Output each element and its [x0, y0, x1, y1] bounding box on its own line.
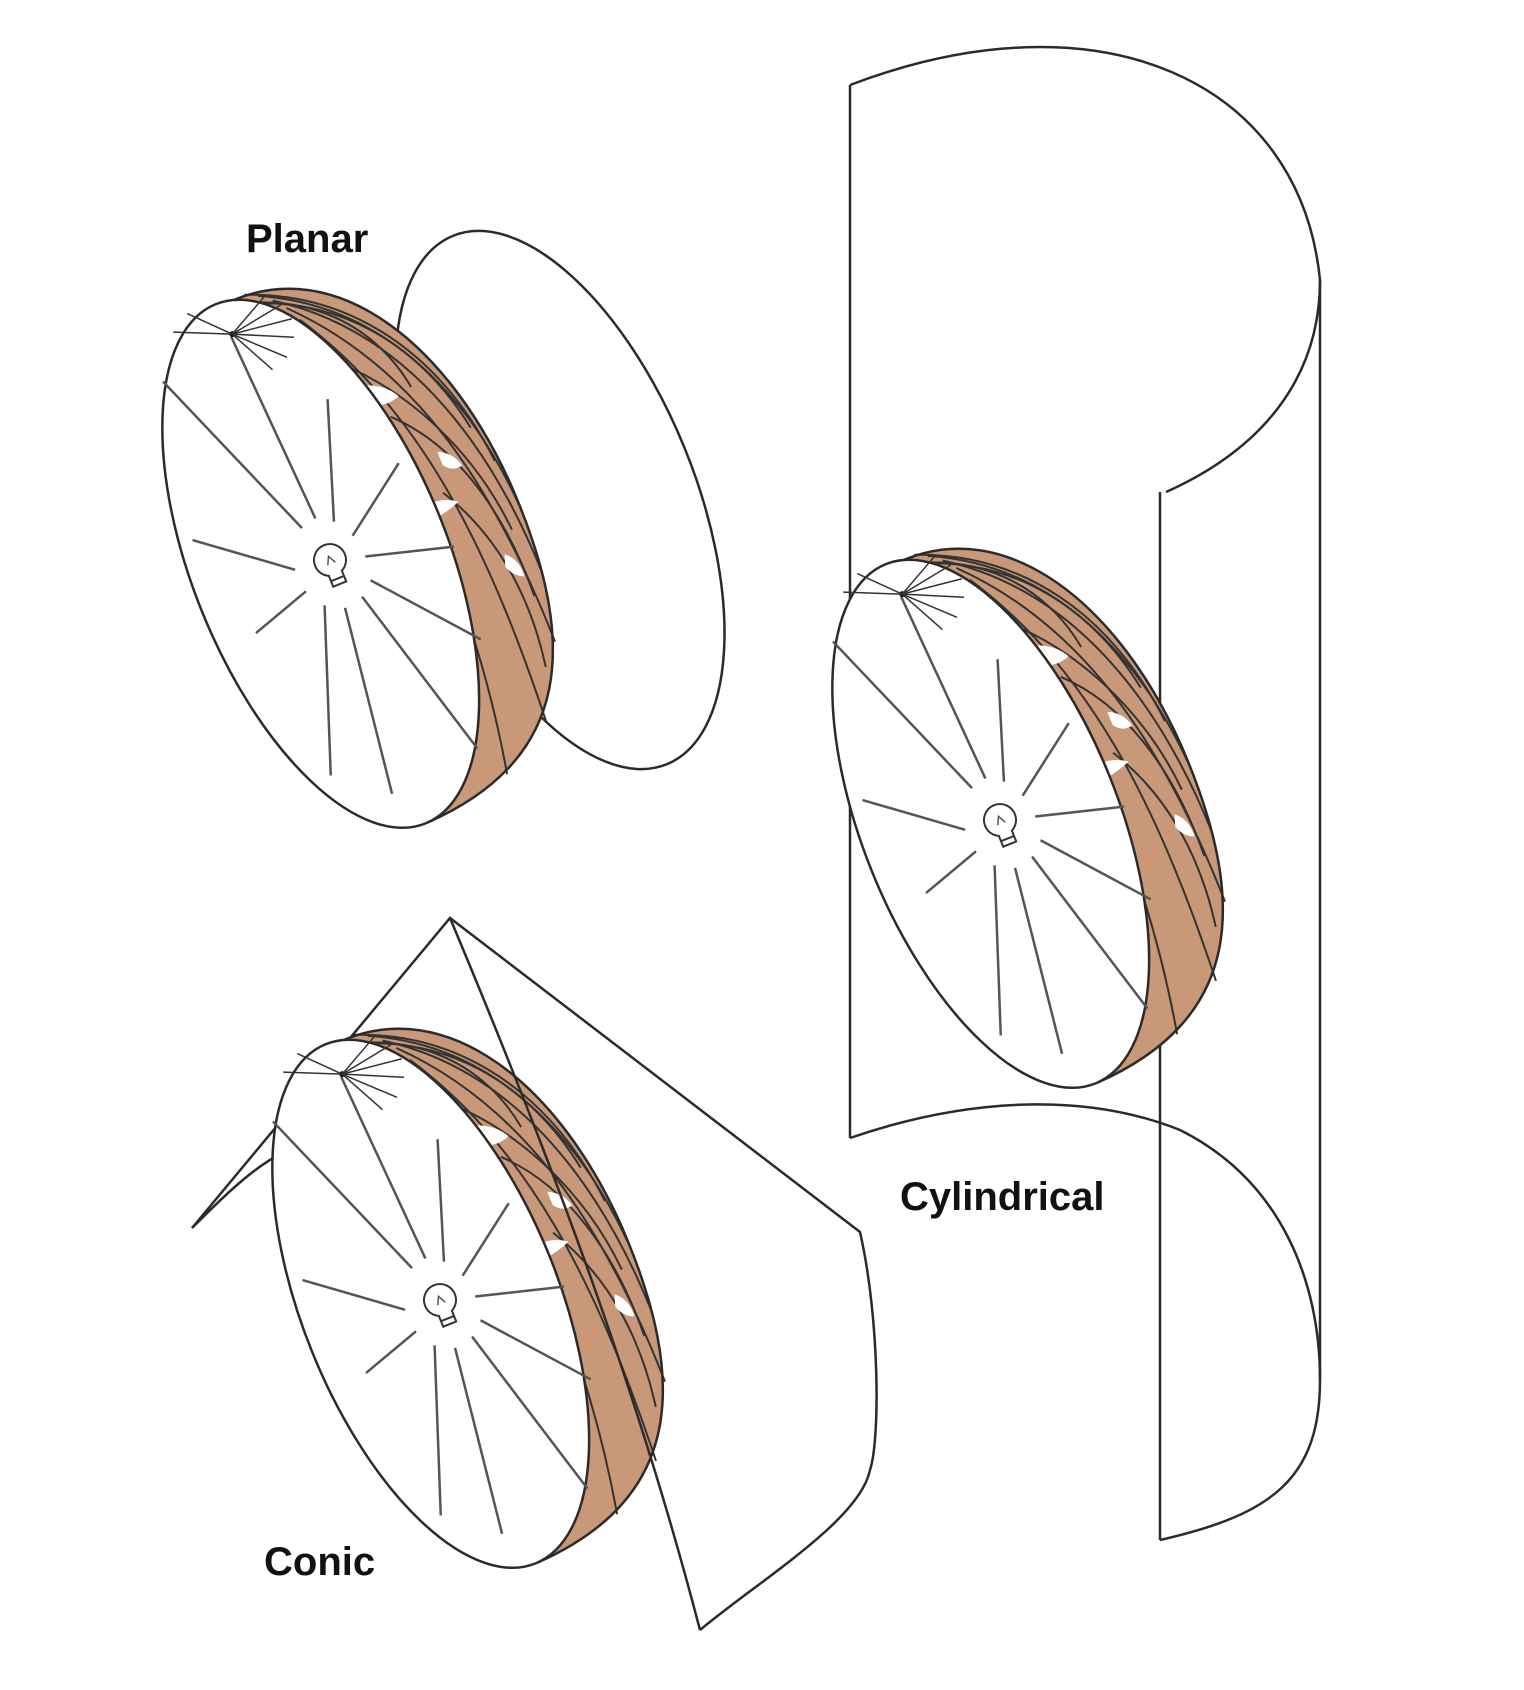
- cylinder-top-arc: [849, 45, 1322, 494]
- planar-projection: Planar: [95, 217, 726, 873]
- conic-globe: [205, 963, 729, 1613]
- conic-projection: Conic: [191, 916, 878, 1631]
- cylindrical-label: Cylindrical: [900, 1175, 1105, 1219]
- planar-label: Planar: [246, 217, 368, 261]
- conic-label: Conic: [264, 1540, 375, 1584]
- cone-front-edge: [448, 917, 702, 1631]
- cylindrical-projection: Cylindrical: [765, 45, 1322, 1542]
- cylindrical-globe: [765, 483, 1289, 1133]
- cone-outline: [191, 916, 878, 1631]
- cylinder-bottom-arc: [849, 1103, 1322, 1542]
